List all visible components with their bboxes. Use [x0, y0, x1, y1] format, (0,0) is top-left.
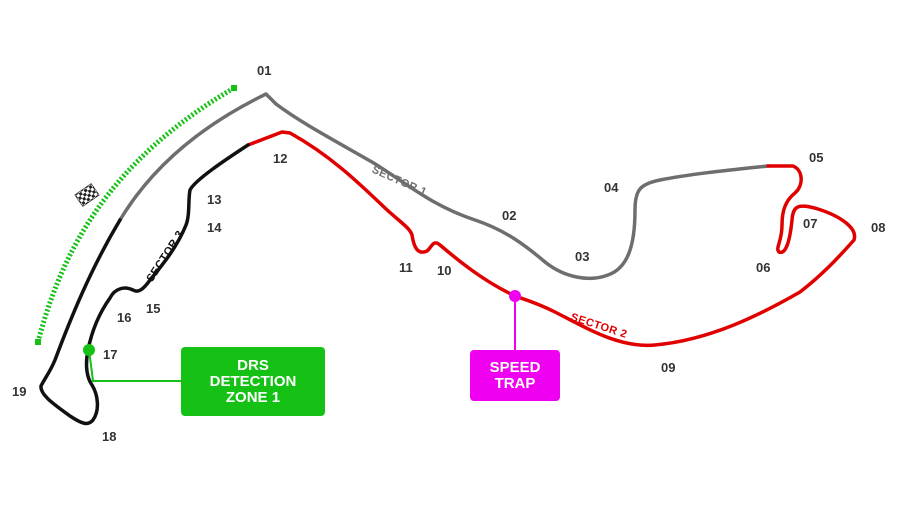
turn-label: 17 [103, 347, 117, 362]
sector-1-label: SECTOR 1 [370, 164, 429, 199]
speed-trap-callout-line-1: SPEED [489, 358, 541, 376]
turn-label: 10 [437, 263, 451, 278]
turn-label: 19 [12, 384, 26, 399]
drs-zone-line [35, 85, 236, 343]
turn-label: 16 [117, 310, 131, 325]
turn-label: 15 [146, 301, 160, 316]
turn-label: 08 [871, 220, 885, 235]
turn-label: 02 [502, 208, 516, 223]
turn-label: 18 [102, 429, 116, 444]
sector-2-track [246, 130, 857, 348]
turn-label: 03 [575, 249, 589, 264]
drs-detection-callout: DRS DETECTION ZONE 1 [181, 347, 325, 416]
checkered-flag-icon [74, 183, 100, 207]
turn-label: 06 [756, 260, 770, 275]
drs-detection-point [83, 344, 95, 356]
drs-connector-line [88, 349, 182, 382]
drs-callout-line-2: DETECTION [209, 372, 297, 390]
drs-callout-line-3: ZONE 1 [225, 388, 281, 406]
turn-label: 12 [273, 151, 287, 166]
drs-zone-start-marker [35, 339, 41, 345]
turn-label: 07 [803, 216, 817, 231]
sector-2-label: SECTOR 2 [569, 311, 629, 341]
speed-trap-callout: SPEED TRAP [470, 350, 560, 401]
turn-label: 05 [809, 150, 823, 165]
drs-callout-line-1: DRS [237, 356, 269, 374]
speed-trap-point [509, 290, 521, 302]
turn-label: 11 [399, 260, 413, 275]
turn-label: 01 [257, 63, 271, 78]
drs-zone-end-marker [231, 85, 237, 91]
sector-3-label: SECTOR 3 [144, 228, 186, 284]
turn-label: 09 [661, 360, 675, 375]
turn-label: 14 [207, 220, 222, 235]
turn-label: 13 [207, 192, 221, 207]
sector-1-track [118, 92, 770, 281]
speed-trap-callout-line-2: TRAP [494, 374, 536, 392]
turn-label: 04 [604, 180, 619, 195]
